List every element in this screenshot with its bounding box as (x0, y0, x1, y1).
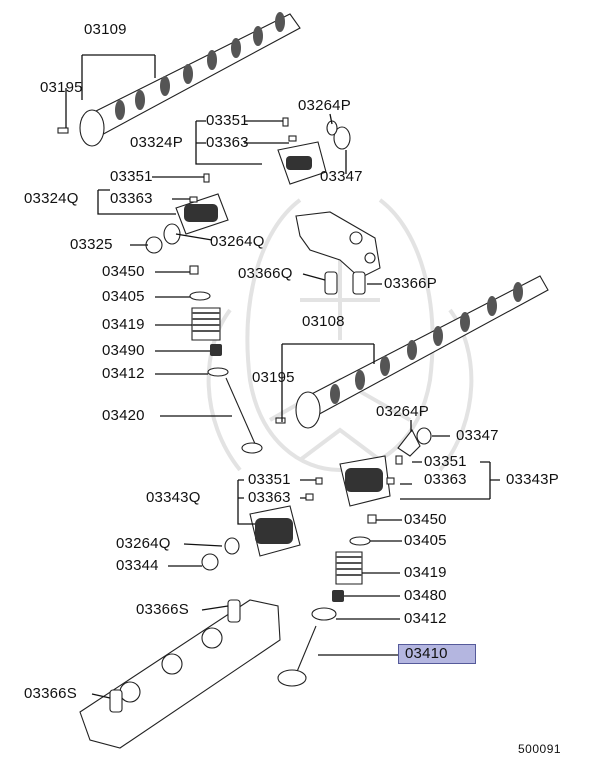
label-03412-upper[interactable]: 03412 (102, 365, 145, 382)
label-03405-upper[interactable]: 03405 (102, 288, 145, 305)
oil-control-valve-lower (201, 427, 432, 571)
label-03366S-upper[interactable]: 03366S (136, 601, 189, 618)
label-03264P-upper[interactable]: 03264P (298, 97, 351, 114)
cam-bracket-upper (295, 211, 381, 279)
label-03264Q-lower[interactable]: 03264Q (116, 535, 171, 552)
label-03480[interactable]: 03480 (404, 587, 447, 604)
label-03420[interactable]: 03420 (102, 407, 145, 424)
label-03351-c[interactable]: 03351 (248, 471, 291, 488)
label-03419-upper[interactable]: 03419 (102, 316, 145, 333)
label-03343P[interactable]: 03343P (506, 471, 559, 488)
label-03195-upper[interactable]: 03195 (40, 79, 83, 96)
label-03363-c[interactable]: 03363 (248, 489, 291, 506)
label-03351-b[interactable]: 03351 (110, 168, 153, 185)
label-03410-highlighted[interactable]: 03410 (398, 644, 476, 664)
label-03405-lower[interactable]: 03405 (404, 532, 447, 549)
label-03450-upper[interactable]: 03450 (102, 263, 145, 280)
label-03450-lower[interactable]: 03450 (404, 511, 447, 528)
label-03363-b[interactable]: 03363 (110, 190, 153, 207)
label-03109[interactable]: 03109 (84, 21, 127, 38)
diagram-number: 500091 (518, 742, 562, 756)
cam-carrier-lower (79, 599, 281, 749)
label-03366S-lower[interactable]: 03366S (24, 685, 77, 702)
label-03324P[interactable]: 03324P (130, 134, 183, 151)
label-03343Q[interactable]: 03343Q (146, 489, 201, 506)
label-03108[interactable]: 03108 (302, 313, 345, 330)
camshaft-upper (57, 12, 301, 147)
label-03363-d[interactable]: 03363 (424, 471, 467, 488)
label-03347-upper[interactable]: 03347 (320, 168, 363, 185)
label-03264P-lower[interactable]: 03264P (376, 403, 429, 420)
label-03351-d[interactable]: 03351 (424, 453, 467, 470)
label-03366Q[interactable]: 03366Q (238, 265, 293, 282)
label-03351-a[interactable]: 03351 (206, 112, 249, 129)
label-03264Q-upper[interactable]: 03264Q (210, 233, 265, 250)
valve-train-left (189, 265, 263, 454)
lash-adjusters-q-p (324, 271, 366, 295)
label-03324Q[interactable]: 03324Q (24, 190, 79, 207)
valve-train-right (277, 514, 377, 687)
label-03344[interactable]: 03344 (116, 557, 159, 574)
camshaft-lower (275, 275, 549, 429)
leader-lines (65, 54, 500, 699)
label-03490[interactable]: 03490 (102, 342, 145, 359)
label-03347-lower[interactable]: 03347 (456, 427, 499, 444)
label-03366P[interactable]: 03366P (384, 275, 437, 292)
label-03363-a[interactable]: 03363 (206, 134, 249, 151)
oil-control-valve-upper (277, 117, 351, 185)
oil-control-valve-q (145, 173, 229, 254)
label-03325[interactable]: 03325 (70, 236, 113, 253)
label-03412-lower[interactable]: 03412 (404, 610, 447, 627)
label-03419-lower[interactable]: 03419 (404, 564, 447, 581)
label-03195-lower[interactable]: 03195 (252, 369, 295, 386)
